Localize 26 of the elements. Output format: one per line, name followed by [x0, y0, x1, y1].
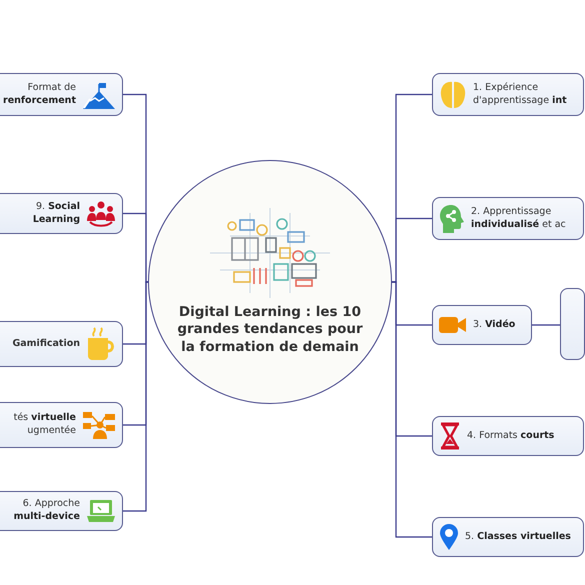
- topic-label: 9. Social Learning: [32, 200, 80, 226]
- topic-box: [0, 491, 123, 531]
- connector-line: [532, 324, 560, 326]
- topic-box: [432, 416, 584, 456]
- topic-label: 6. Approche multi-device: [12, 498, 80, 524]
- topic-box: [0, 402, 123, 448]
- connector-line: [392, 281, 432, 538]
- box-node: [560, 288, 585, 360]
- topic-label: 5. Classes virtuelles: [465, 530, 572, 544]
- topic-box: [432, 305, 532, 345]
- topic-box: [0, 321, 123, 367]
- topic-label: 3. Vidéo: [473, 318, 516, 332]
- connector-line: [123, 281, 148, 345]
- topic-box: [432, 73, 584, 116]
- topic-box: [432, 197, 584, 240]
- topic-label: 1. Expérience d'apprentissage int: [473, 82, 568, 108]
- topic-label: tés virtuelle ugmentée: [12, 412, 76, 438]
- topic-box: [0, 193, 123, 234]
- central-title: Digital Learning : les 10 grandes tendances pour la formation de demain: [176, 304, 364, 356]
- connector-line: [123, 94, 148, 283]
- topic-box: [0, 73, 123, 116]
- topic-label: Format de renforcement: [2, 82, 76, 108]
- topic-label: Gamification: [11, 338, 80, 350]
- topic-box: [432, 517, 584, 557]
- topic-label: 2. Apprentissage individualisé et ac: [471, 206, 567, 232]
- topic-label: 4. Formats courts: [467, 430, 556, 442]
